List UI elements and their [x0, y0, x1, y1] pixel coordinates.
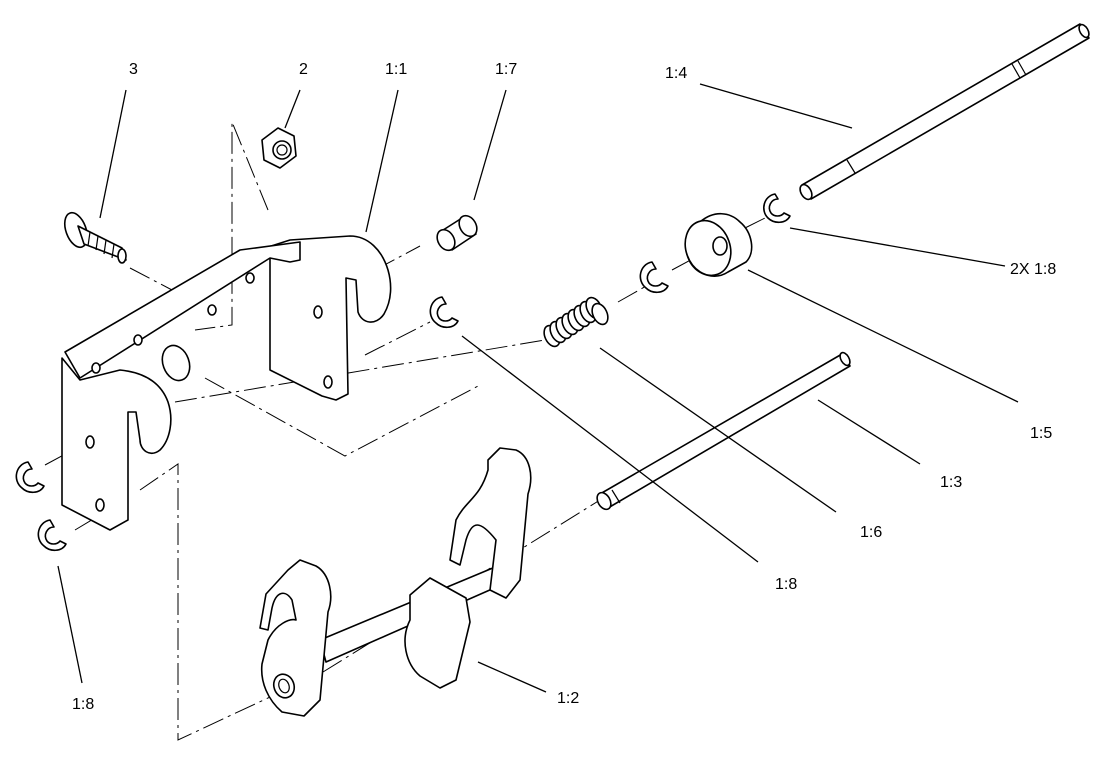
callout-1-1: 1:1 — [385, 61, 408, 78]
callout-2: 2 — [299, 61, 308, 78]
bolt-part-3 — [63, 211, 127, 264]
rod-part-1-4 — [799, 23, 1090, 201]
bracket-part-1-1 — [61, 235, 392, 531]
callout-1-7: 1:7 — [495, 61, 518, 78]
callout-3: 3 — [129, 61, 138, 78]
bushing-part-1-7 — [436, 214, 478, 252]
callout-1-8-mid: 1:8 — [775, 576, 798, 593]
callout-2x-1-8: 2X 1:8 — [1010, 261, 1057, 278]
e-clip-part-1-8-left-upper — [15, 461, 45, 494]
callout-1-2: 1:2 — [557, 690, 580, 707]
nut-part-2 — [261, 127, 297, 169]
spring-part-1-6 — [543, 296, 609, 348]
leader-lines — [57, 83, 1019, 693]
callout-1-5: 1:5 — [1030, 425, 1053, 442]
e-clip-part-1-8-left-lower — [37, 519, 67, 552]
pin-part-1-3 — [596, 351, 851, 511]
e-clip-part-1-8-upper — [763, 193, 791, 224]
callout-1-3: 1:3 — [940, 474, 963, 491]
callout-1-4: 1:4 — [665, 65, 688, 82]
fork-part-1-2 — [259, 447, 532, 717]
e-clip-part-1-8-mid — [429, 296, 459, 329]
callout-1-6: 1:6 — [860, 524, 883, 541]
roller-part-1-5 — [684, 212, 753, 277]
e-clip-part-1-8-spring — [639, 261, 669, 294]
callout-1-8-left: 1:8 — [72, 696, 95, 713]
